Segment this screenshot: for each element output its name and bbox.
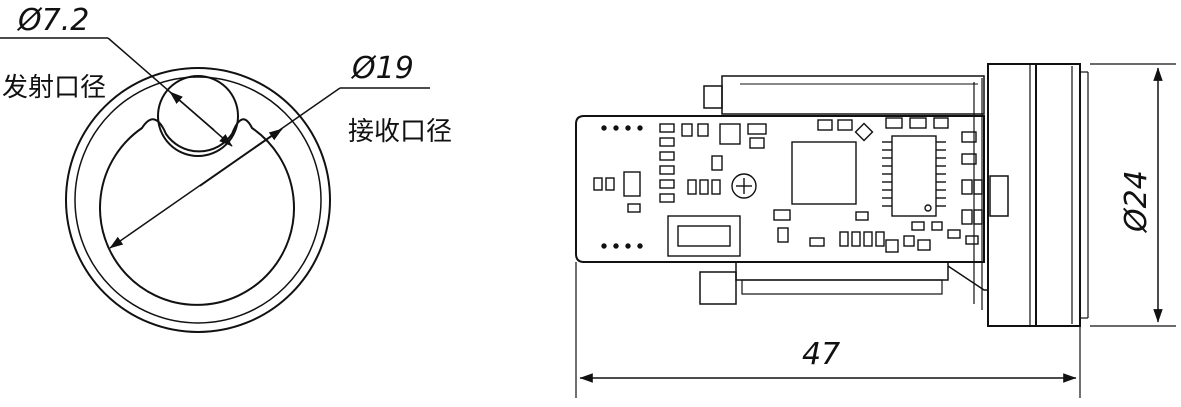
emitter-aperture bbox=[157, 75, 239, 157]
barrel-body bbox=[1035, 63, 1081, 327]
emitter-dim-line-2 bbox=[169, 91, 215, 131]
diameter-dim-text: Ø24 bbox=[1119, 170, 1154, 234]
mount-bar-top bbox=[721, 75, 985, 115]
mount-clip bbox=[703, 85, 723, 109]
lower-connector bbox=[699, 271, 737, 305]
outer-inner-circle bbox=[74, 76, 322, 324]
length-dim-text: 47 bbox=[802, 337, 840, 372]
barrel-flange bbox=[987, 63, 1037, 327]
outer-circle bbox=[65, 67, 331, 333]
front-view: Ø7.2 发射口径 Ø19 接收口径 bbox=[0, 3, 452, 333]
pcb-components bbox=[593, 117, 983, 257]
emitter-label: 发射口径 bbox=[2, 73, 106, 103]
receiver-aperture-outline bbox=[99, 118, 295, 306]
receiver-label: 接收口径 bbox=[348, 117, 452, 147]
emitter-dim-text: Ø7.2 bbox=[16, 3, 89, 38]
receiver-dim-line-2 bbox=[199, 128, 283, 187]
side-tab bbox=[989, 175, 1009, 217]
pcb-board bbox=[575, 115, 985, 263]
receiver-dim-text: Ø19 bbox=[350, 51, 414, 86]
lower-slope bbox=[947, 265, 988, 291]
lower-block bbox=[741, 279, 943, 295]
side-view: 47 Ø24 bbox=[575, 63, 1176, 398]
lower-strip bbox=[735, 261, 949, 281]
